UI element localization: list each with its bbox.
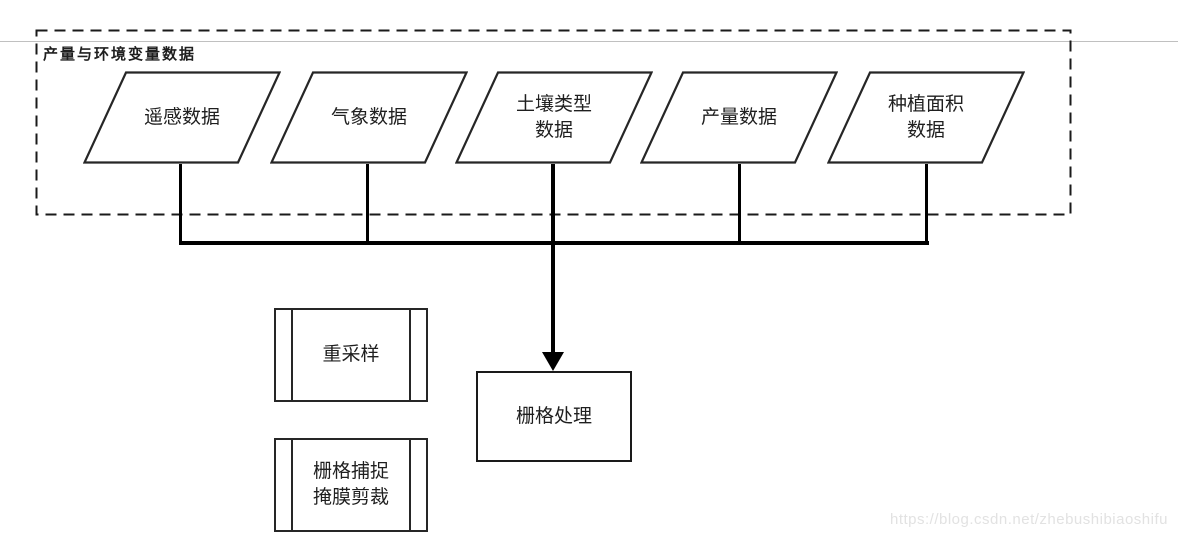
parallelogram-remote-sensing-data: 遥感数据 bbox=[83, 71, 281, 164]
arrowhead-icon bbox=[542, 352, 564, 371]
connector-planting-area bbox=[925, 164, 928, 243]
connector-yield bbox=[738, 164, 741, 243]
inner-border-line bbox=[409, 310, 411, 400]
connector-weather bbox=[366, 164, 369, 243]
page-separator-line bbox=[0, 41, 1178, 42]
parallelogram-planting-area-data: 种植面积 数据 bbox=[827, 71, 1025, 164]
inner-border-line bbox=[291, 440, 293, 530]
data-group-label: 产量与环境变量数据 bbox=[43, 46, 197, 63]
node-label: 气象数据 bbox=[330, 106, 407, 128]
process-box-raster-processing: 栅格处理 bbox=[476, 371, 632, 462]
parallelogram-shape bbox=[83, 71, 281, 164]
parallelogram-shape bbox=[455, 71, 653, 164]
watermark-url: https://blog.csdn.net/zhebushibiaoshifu bbox=[889, 511, 1168, 528]
node-label: 遥感数据 bbox=[143, 106, 220, 128]
parallelogram-soil-type-data: 土壤类型 数据 bbox=[455, 71, 653, 164]
inner-border-line bbox=[291, 310, 293, 400]
parallelogram-shape bbox=[640, 71, 838, 164]
node-label: 产量数据 bbox=[700, 106, 777, 128]
predefined-process-resampling: 重采样 bbox=[274, 308, 428, 402]
parallelogram-weather-data: 气象数据 bbox=[270, 71, 468, 164]
node-label: 重采样 bbox=[322, 344, 380, 365]
node-label: 栅格捕捉 掩膜剪裁 bbox=[312, 461, 389, 508]
parallelogram-shape bbox=[270, 71, 468, 164]
inner-border-line bbox=[409, 440, 411, 530]
parallelogram-shape bbox=[827, 71, 1025, 164]
parallelogram-yield-data: 产量数据 bbox=[640, 71, 838, 164]
node-label: 土壤类型 数据 bbox=[515, 93, 592, 141]
connector-remote-sensing bbox=[179, 164, 182, 243]
connector-bus-line bbox=[179, 241, 929, 245]
node-label: 栅格处理 bbox=[515, 405, 592, 427]
predefined-process-snap-mask-clip: 栅格捕捉 掩膜剪裁 bbox=[274, 438, 428, 532]
connector-soil-type-arrow-shaft bbox=[551, 164, 555, 352]
node-label: 种植面积 数据 bbox=[887, 93, 964, 141]
